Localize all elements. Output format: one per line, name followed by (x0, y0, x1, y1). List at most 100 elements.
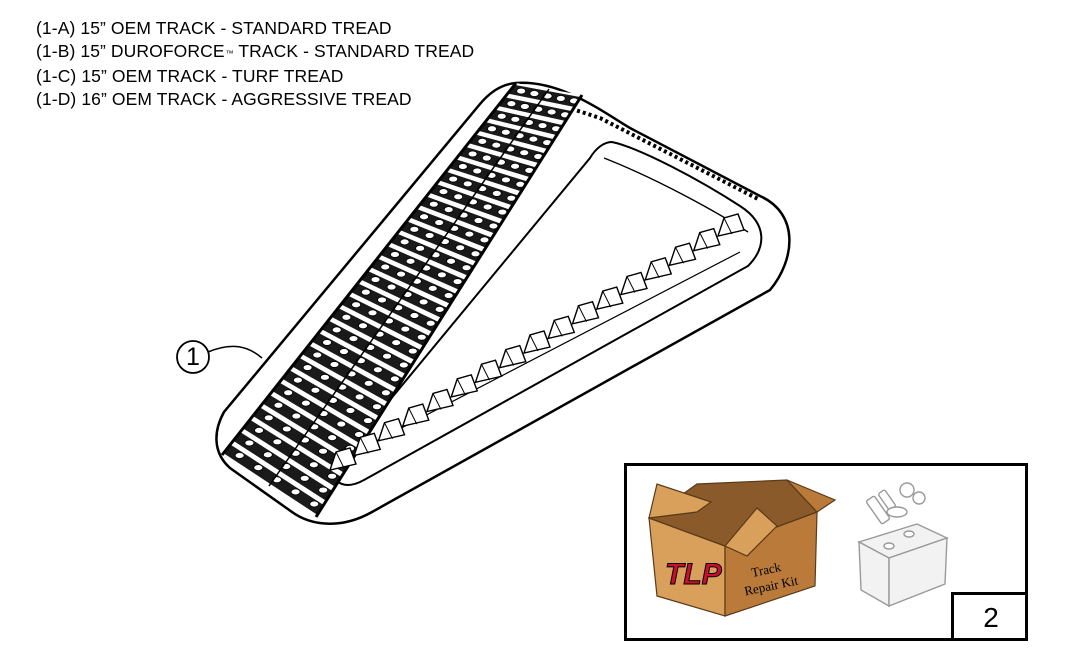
tread-pad (386, 283, 397, 291)
tread-pad (510, 115, 521, 123)
tread-pad (473, 217, 484, 224)
tread-pad (496, 112, 507, 120)
tread-pad (299, 474, 310, 482)
tread-pad (416, 333, 427, 341)
tread-pad (425, 319, 436, 327)
tread-pad (419, 213, 429, 221)
tread-pad (312, 351, 323, 359)
tread-pad (363, 379, 374, 387)
tread-pad (351, 301, 362, 309)
tlp-logo: TLP (665, 558, 723, 591)
tread-pad (491, 141, 502, 149)
tread-pad (458, 163, 468, 170)
parts-list: (1-A) 15” OEM TRACK - STANDARD TREAD (1-… (36, 17, 474, 111)
part-1d: (1-D) 16” OEM TRACK - AGGRESSIVE TREAD (36, 89, 412, 109)
tread-pad (377, 296, 387, 304)
tread-pad (367, 309, 378, 317)
trademark-mark: ™ (225, 49, 234, 58)
drive-lug-edge (456, 378, 466, 396)
tread-pad (434, 219, 445, 226)
tread-pad (331, 326, 342, 334)
tread-pad (434, 305, 445, 313)
tread-pad (372, 366, 383, 374)
kit-label-line1: Track (750, 559, 783, 580)
tread-pad (345, 407, 356, 414)
tread-pad (360, 288, 371, 296)
tread-pad (453, 193, 464, 201)
drive-lug-edge (723, 217, 733, 235)
tread-pad (354, 393, 365, 401)
drive-lug-edge (578, 305, 587, 322)
tread-pad (341, 313, 352, 321)
drive-lug-edge (602, 290, 612, 308)
tread-pad (437, 271, 447, 279)
callout-1-leader (207, 345, 263, 359)
tread-pad (470, 250, 481, 258)
tread-pad (272, 438, 283, 446)
tread-pad (455, 244, 466, 252)
tread-pad (309, 500, 320, 508)
tread-pad (263, 414, 274, 422)
tread-pad (253, 464, 264, 472)
tread-pad (464, 230, 475, 238)
tread-pad (443, 292, 454, 299)
tread-pad (415, 244, 426, 252)
tread-pad (400, 325, 411, 333)
tread-pad (487, 125, 497, 133)
callout-1-circle (176, 340, 210, 374)
tread-pad (302, 364, 313, 371)
tread-pad (491, 190, 502, 197)
tread-pad (407, 347, 418, 355)
tread-pad (506, 100, 517, 108)
tread-pad (318, 447, 328, 455)
tread-pad (399, 238, 410, 246)
tread-pad (467, 150, 478, 158)
drive-lug-edge (481, 364, 490, 381)
cardboard-box-icon (647, 479, 837, 617)
tread-pad (389, 375, 400, 383)
tread-pad (380, 389, 391, 397)
tread-pad (477, 137, 488, 145)
tread-pad (398, 361, 409, 369)
tread-pad (382, 352, 392, 360)
tread-pad (234, 452, 245, 459)
kit-panel: TLP Track Repair Kit (624, 463, 1028, 641)
tread-pad (472, 167, 483, 175)
tread-pad (428, 200, 439, 208)
part-1a: (1-A) 15” OEM TRACK - STANDARD TREAD (36, 18, 392, 38)
kit-illustration: TLP Track Repair Kit (647, 479, 949, 617)
tread-pad (283, 389, 294, 397)
drive-lug-edge (529, 334, 539, 352)
tread-pad (537, 122, 548, 129)
tread-pad (546, 108, 557, 116)
drive-lug-edge (650, 261, 660, 279)
tread-pad (424, 232, 435, 239)
drive-lug-edge (505, 349, 515, 366)
tread-pad (391, 339, 402, 347)
tread-pad (481, 154, 492, 162)
callout-1: 1 (186, 342, 200, 371)
tread-pad (409, 225, 420, 233)
tread-pad (418, 298, 429, 306)
tread-pad (308, 461, 319, 469)
tread-pad (443, 206, 454, 214)
callout-2: 2 (951, 592, 1028, 641)
tread-pad (380, 263, 391, 271)
tread-pad (273, 401, 284, 409)
repair-block-icon (857, 523, 949, 608)
tread-pad (555, 95, 566, 102)
tread-pad (358, 322, 368, 330)
tread-pad (519, 103, 530, 110)
tread-pad (320, 373, 330, 381)
tread-pad (396, 270, 406, 278)
tread-pad (438, 188, 449, 196)
track-drive-lugs (328, 213, 745, 471)
tread-pad (452, 278, 463, 285)
tread-pad (519, 149, 530, 157)
tread-pad (501, 176, 511, 184)
tread-pad (318, 486, 329, 494)
tread-pad (446, 257, 456, 265)
drive-lug-edge (335, 451, 345, 469)
tread-pad (290, 488, 301, 496)
tread-pad (528, 135, 539, 143)
